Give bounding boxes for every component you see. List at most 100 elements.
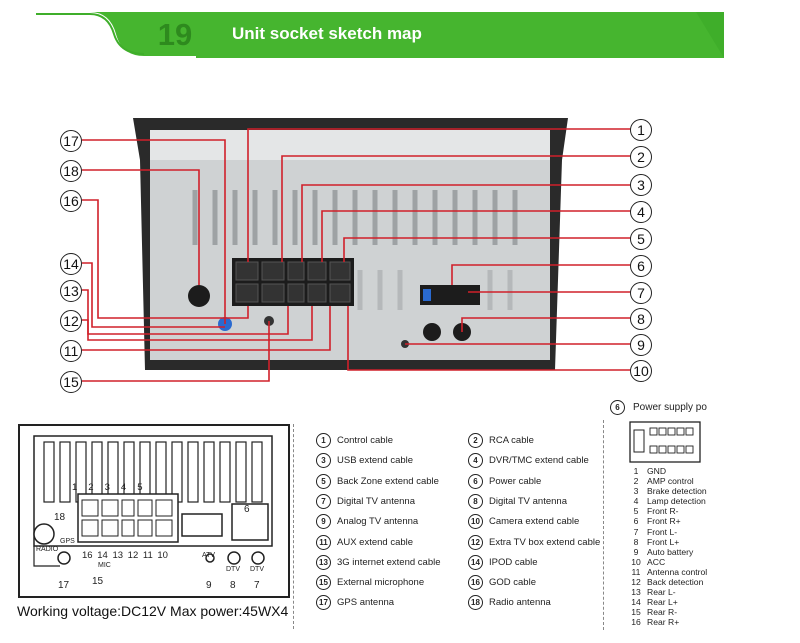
sketch-label-14: 14: [97, 550, 108, 561]
power-pin-label: Rear R+: [647, 617, 680, 628]
legend-item-2: 2 RCA cable: [468, 433, 534, 448]
callout-7: 7: [630, 282, 652, 304]
legend-label: Extra TV box extend cable: [489, 536, 601, 548]
sketch-label-9: 9: [206, 580, 212, 591]
unit-top-plate: [150, 130, 550, 160]
sketch-radio-label: RADIO: [36, 546, 59, 553]
power-supply-title: 6 Power supply po: [610, 400, 707, 415]
power-pin-number: 9: [633, 546, 639, 557]
legend-label: GPS antenna: [337, 597, 395, 609]
legend-number: 15: [316, 575, 331, 591]
legend-number: 18: [468, 595, 483, 611]
power-pin-5: 5 Front R-: [625, 506, 707, 516]
lower-fins: [357, 270, 513, 310]
power-pin-label: Back detection: [647, 577, 704, 588]
sketch-dtv-label-2: DTV: [250, 566, 264, 573]
sketch-label-6: 6: [244, 504, 250, 515]
power-supply-number: 6: [610, 400, 625, 415]
power-pin-number: 2: [633, 476, 639, 487]
legend-number: 10: [468, 514, 483, 530]
legend-label: RCA cable: [489, 435, 534, 447]
power-pin-number: 5: [633, 506, 639, 517]
legend-number: 4: [468, 453, 483, 469]
legend-label: Digital TV antenna: [337, 495, 415, 507]
legend-label: USB extend cable: [337, 455, 414, 467]
sketch-label-3: 3: [104, 482, 121, 493]
sketch-label-5: 5: [137, 482, 154, 493]
power-pin-label: Rear L+: [647, 597, 678, 608]
legend-item-5: 5 Back Zone extend cable: [316, 473, 439, 489]
legend-label: DVR/TMC extend cable: [489, 455, 589, 467]
power-pin-label: Rear L-: [647, 587, 676, 598]
callout-11: 11: [60, 340, 82, 362]
heatsink-fins: [192, 190, 518, 245]
callout-1: 1: [630, 119, 652, 141]
sketch-label-13: 13: [112, 550, 124, 561]
power-pin-15: 15 Rear R-: [625, 607, 707, 617]
sketch-label-17: 17: [58, 580, 70, 591]
sketch-label-8: 8: [230, 580, 236, 591]
legend-number: 17: [316, 595, 331, 611]
legend-label: Back Zone extend cable: [337, 475, 439, 487]
legend-item-7: 7 Digital TV antenna: [316, 493, 415, 509]
legend-number: 9: [316, 514, 331, 530]
divider-left: [293, 424, 294, 629]
working-voltage-text: Working voltage:DC12V Max power:45WX4: [17, 603, 289, 619]
power-pin-number: 15: [631, 607, 641, 618]
legend-label: Analog TV antenna: [337, 516, 419, 528]
power-pin-label: Antenna control: [647, 566, 708, 577]
sketch-label-18: 18: [54, 512, 66, 523]
dtv-port-1: [423, 323, 441, 341]
sketch-label-2: 2: [88, 482, 105, 493]
legend-label: Control cable: [337, 435, 393, 447]
sketch-label-16: 16: [82, 550, 93, 561]
legend-number: 12: [468, 534, 483, 550]
callout-14: 14: [60, 253, 82, 275]
sketch-label-10: 10: [157, 550, 168, 561]
callout-4: 4: [630, 201, 652, 223]
power-pin-number: 4: [633, 496, 639, 507]
power-pin-label: Front R-: [647, 506, 679, 517]
power-pin-label: Front L+: [647, 536, 680, 547]
callout-18: 18: [60, 160, 82, 182]
legend-number: 5: [316, 473, 331, 489]
power-pin-label: Lamp detection: [647, 496, 706, 507]
power-supply-title-text: Power supply po: [633, 402, 707, 413]
callout-10: 10: [630, 360, 652, 382]
power-pin-label: Front R+: [647, 516, 681, 527]
sketch-top-labels: 12345: [72, 482, 153, 493]
callout-15: 15: [60, 371, 82, 393]
power-pin-label: GND: [647, 466, 667, 476]
callout-5: 5: [630, 228, 652, 250]
legend-number: 7: [316, 493, 331, 509]
legend-number: 13: [316, 554, 331, 570]
legend-number: 2: [468, 433, 483, 448]
legend-item-9: 9 Analog TV antenna: [316, 514, 419, 530]
power-pin-label: Rear R-: [647, 607, 678, 618]
section-header: 19 Unit socket sketch map: [36, 12, 724, 58]
legend-label: IPOD cable: [489, 556, 538, 568]
sketch-bottom-labels: 16 14 13 12 11 10: [82, 550, 168, 561]
callout-13: 13: [60, 280, 82, 302]
power-pin-label: Front L-: [647, 526, 678, 537]
legend-item-17: 17 GPS antenna: [316, 595, 395, 611]
sketch-dtv-label-1: DTV: [226, 566, 240, 573]
sketch-atv-label: ATV: [202, 552, 216, 559]
power-pin-number: 14: [631, 597, 641, 608]
radio-port: [188, 285, 210, 307]
section-number: 19: [157, 17, 193, 52]
